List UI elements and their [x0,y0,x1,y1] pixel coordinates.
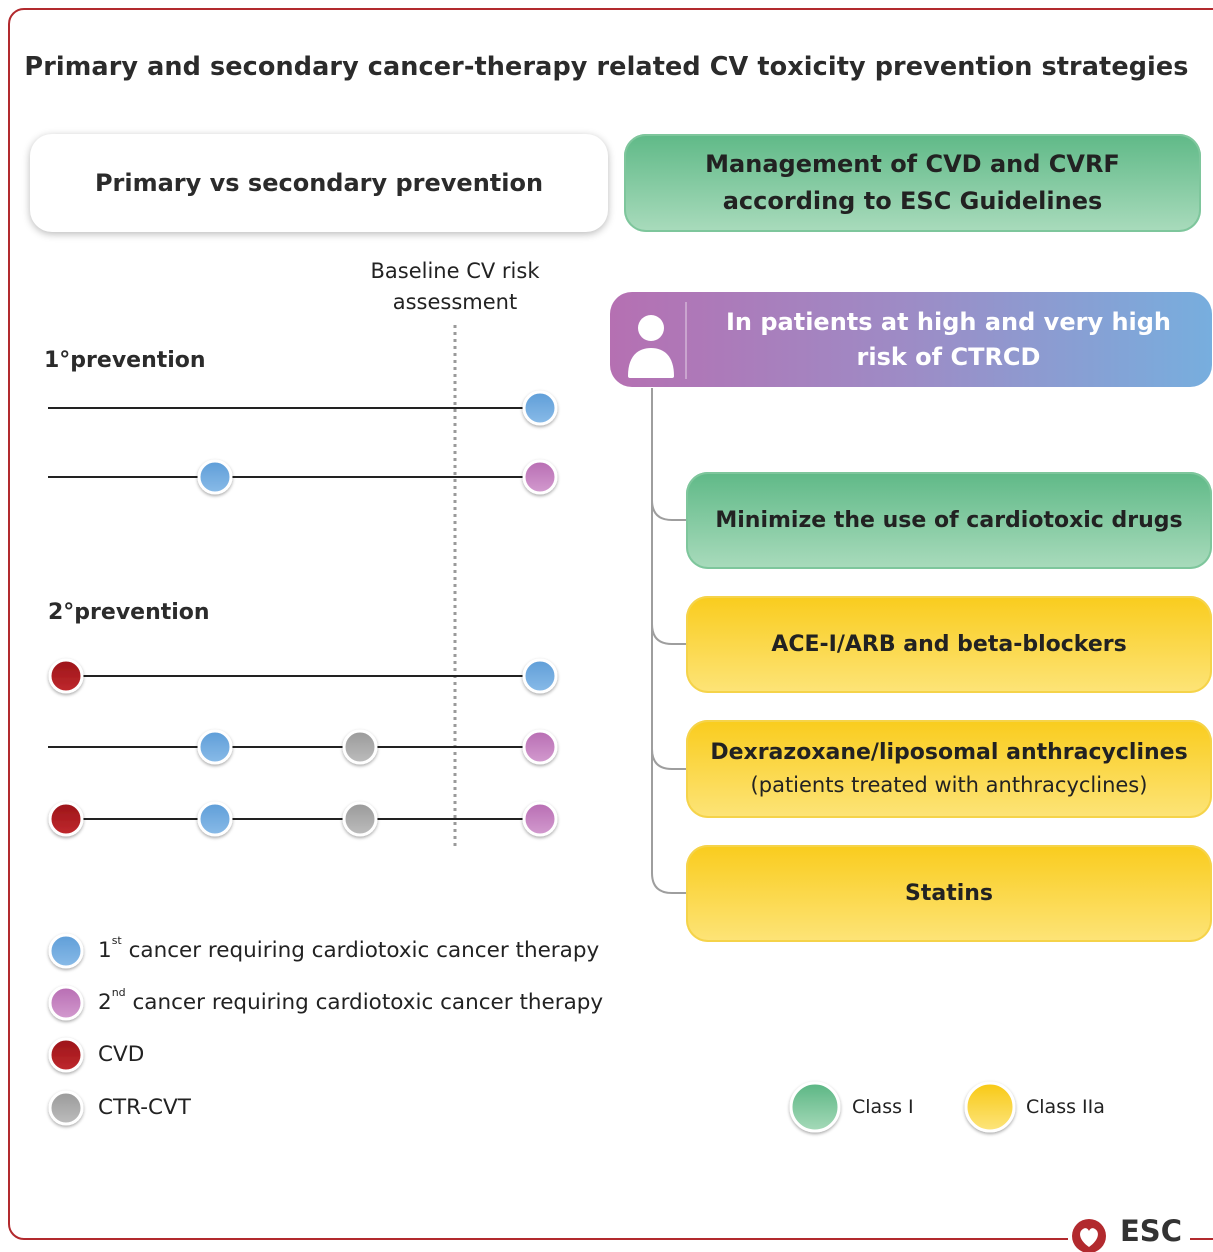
high-risk-box: In patients at high and very high risk o… [610,292,1212,387]
connector-line [651,749,688,894]
legend-second-cancer-dot [48,985,84,1021]
class-2a-label: Class IIa [1026,1096,1105,1118]
esc-logo-text: ESC [1120,1214,1182,1248]
legend-second-text: cancer requiring cardiotoxic cancer ther… [125,990,604,1015]
action-statins: Statins [686,845,1212,942]
legend-ctr-cvt-dot [48,1090,84,1126]
action-label: Minimize the use of cardiotoxic drugs [715,508,1183,533]
action-label: ACE-I/ARB and beta-blockers [771,632,1127,657]
connector-line [651,500,688,645]
legend-first-text: cancer requiring cardiotoxic cancer ther… [121,938,600,963]
first-cancer-dot [197,459,233,495]
person-icon [628,302,687,379]
class-1-swatch [789,1081,841,1133]
first-cancer-dot [522,390,558,426]
cvd-management-box: Management of CVD and CVRF according to … [624,134,1201,232]
cvd-dot [48,801,84,837]
legend-cvd: CVD [98,1042,145,1067]
second-cancer-dot [522,801,558,837]
primary-vs-secondary-label: Primary vs secondary prevention [94,169,544,197]
baseline-label: Baseline CV risk assessment [340,256,570,318]
action-label: Dexrazoxane/liposomal anthracyclines [710,740,1188,765]
legend-ctr-cvt: CTR-CVT [98,1095,191,1120]
ctr-cvt-dot [342,801,378,837]
legend-first-prefix: 1 [98,938,112,963]
legend-cvd-dot [48,1037,84,1073]
second-cancer-dot [522,729,558,765]
class-2a-swatch [964,1081,1016,1133]
legend-second-prefix: 2 [98,990,112,1015]
action-ace-arb-beta: ACE-I/ARB and beta-blockers [686,596,1212,693]
legend-second-sup: nd [111,986,126,999]
page-frame [8,8,1213,1240]
action-label: Statins [904,881,994,906]
legend-first-sup: st [111,934,122,947]
cvd-box-line2: according to ESC Guidelines [722,187,1103,215]
primary-vs-secondary-header: Primary vs secondary prevention [30,134,608,232]
action-dexrazoxane: Dexrazoxane/liposomal anthracyclines (pa… [686,720,1212,818]
connector-line [651,624,688,770]
figure-title: Primary and secondary cancer-therapy rel… [24,52,1189,82]
cvd-box-line1: Management of CVD and CVRF [705,150,1120,178]
second-cancer-dot [522,459,558,495]
baseline-label-line1: Baseline CV risk [370,259,540,283]
connector-line [651,388,688,521]
class-1-label: Class I [852,1096,914,1118]
legend-first-cancer: 1st cancer requiring cardiotoxic cancer … [98,934,600,963]
cvd-dot [48,658,84,694]
first-cancer-dot [522,658,558,694]
legend-first-cancer-dot [48,933,84,969]
legend-second-cancer: 2nd cancer requiring cardiotoxic cancer … [98,986,604,1015]
risk-box-line1: In patients at high and very high [725,307,1172,336]
action-minimize-cardiotoxic: Minimize the use of cardiotoxic drugs [686,472,1212,569]
risk-box-line2: risk of CTRCD [856,342,1041,371]
action-sublabel: (patients treated with anthracyclines) [750,773,1148,797]
primary-prevention-label: 1°prevention [44,348,206,373]
ctr-cvt-dot [342,729,378,765]
baseline-label-line2: assessment [392,290,518,314]
secondary-prevention-label: 2°prevention [48,600,210,625]
esc-heart-icon [1072,1219,1106,1252]
first-cancer-dot [197,729,233,765]
first-cancer-dot [197,801,233,837]
